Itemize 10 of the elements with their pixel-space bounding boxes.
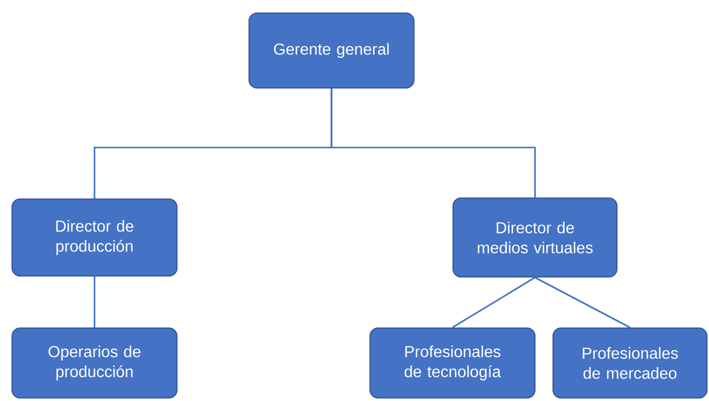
org-box: Operarios de producción xyxy=(12,328,178,398)
org-box: Director de producción xyxy=(12,198,178,276)
connector-line xyxy=(94,276,96,328)
connector-line xyxy=(330,88,536,198)
connector-line xyxy=(534,276,630,328)
org-box: Director de medios virtuales xyxy=(452,198,618,278)
org-box: Profesionales de tecnología xyxy=(370,328,536,398)
connector-line xyxy=(452,276,536,328)
org-box: Profesionales de mercadeo xyxy=(552,328,708,398)
org-box: Gerente general xyxy=(248,12,414,88)
